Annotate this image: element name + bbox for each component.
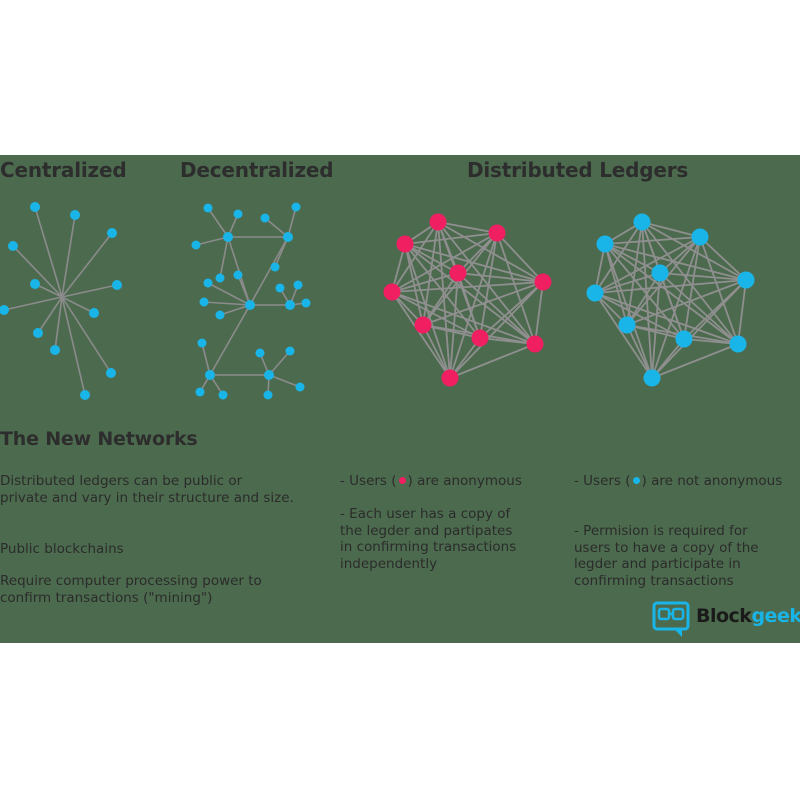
network-node bbox=[441, 369, 459, 387]
network-node bbox=[295, 382, 305, 392]
network-node bbox=[30, 279, 40, 289]
network-node bbox=[534, 273, 552, 291]
network-node bbox=[70, 210, 80, 220]
network-node bbox=[283, 232, 293, 242]
public-users-note: - Users ( ) are anonymous bbox=[340, 473, 522, 490]
network-node bbox=[301, 298, 311, 308]
network-node bbox=[275, 283, 285, 293]
network-node bbox=[291, 202, 301, 212]
decentralized-network bbox=[191, 202, 311, 400]
new-networks-heading: The New Networks bbox=[0, 428, 198, 450]
network-node bbox=[729, 335, 747, 353]
network-node bbox=[203, 278, 213, 288]
network-diagrams bbox=[0, 202, 755, 400]
network-node bbox=[191, 240, 201, 250]
network-node bbox=[8, 241, 18, 251]
blockgeeks-logo[interactable]: Blockgeeks bbox=[652, 599, 800, 639]
private-desc-text: - Permision is required for users to hav… bbox=[574, 523, 759, 589]
distributed-private-network bbox=[586, 213, 755, 387]
network-node bbox=[218, 390, 228, 400]
network-node bbox=[106, 368, 116, 378]
network-node bbox=[80, 390, 90, 400]
public-users-suffix: ) are anonymous bbox=[407, 473, 522, 489]
network-node bbox=[285, 346, 295, 356]
network-node bbox=[691, 228, 709, 246]
network-node bbox=[233, 270, 243, 280]
network-node bbox=[215, 310, 225, 320]
public-users-prefix: - Users ( bbox=[340, 473, 397, 489]
network-node bbox=[260, 213, 270, 223]
network-node bbox=[0, 305, 9, 315]
network-node bbox=[112, 280, 122, 290]
network-node bbox=[89, 308, 99, 318]
network-node bbox=[414, 316, 432, 334]
network-node bbox=[293, 280, 303, 290]
logo-text-geeks: geeks bbox=[751, 605, 800, 627]
network-node bbox=[643, 369, 661, 387]
centralized-network bbox=[0, 202, 122, 400]
network-node bbox=[488, 224, 506, 242]
private-users-note: - Users ( ) are not anonymous bbox=[574, 473, 782, 490]
network-node bbox=[50, 345, 60, 355]
private-users-suffix: ) are not anonymous bbox=[641, 473, 783, 489]
network-node bbox=[383, 283, 401, 301]
network-node bbox=[449, 264, 467, 282]
centralized-heading: Centralized bbox=[0, 158, 127, 182]
network-node bbox=[285, 300, 295, 310]
network-node bbox=[618, 316, 636, 334]
network-node bbox=[30, 202, 40, 212]
network-node bbox=[396, 235, 414, 253]
network-node bbox=[264, 370, 274, 380]
network-node bbox=[255, 348, 265, 358]
pink-dot-icon bbox=[398, 477, 406, 484]
network-node bbox=[263, 390, 273, 400]
network-node bbox=[737, 271, 755, 289]
network-node bbox=[471, 329, 489, 347]
distributed-public-network bbox=[383, 213, 552, 387]
mining-text: Require computer processing power to con… bbox=[0, 573, 262, 606]
network-node bbox=[197, 338, 207, 348]
network-node bbox=[675, 330, 693, 348]
public-desc-text: - Each user has a copy of the legder and… bbox=[340, 506, 517, 572]
intro-text: Distributed ledgers can be public or pri… bbox=[0, 473, 294, 506]
logo-text: Blockgeeks bbox=[696, 605, 800, 627]
network-node bbox=[107, 228, 117, 238]
network-node bbox=[195, 387, 205, 397]
content-panel: Centralized Decentralized Distributed Le… bbox=[0, 155, 800, 643]
private-users-prefix: - Users ( bbox=[574, 473, 631, 489]
logo-text-block: Block bbox=[696, 605, 752, 627]
public-blockchains-label: Public blockchains bbox=[0, 541, 124, 557]
network-node bbox=[633, 213, 651, 231]
blockgeeks-logo-icon bbox=[652, 601, 690, 637]
network-node bbox=[215, 273, 225, 283]
network-node bbox=[586, 284, 604, 302]
network-node bbox=[270, 262, 280, 272]
network-node bbox=[526, 335, 544, 353]
network-node bbox=[245, 300, 255, 310]
network-node bbox=[203, 203, 213, 213]
network-node bbox=[596, 235, 614, 253]
blue-dot-icon bbox=[632, 477, 640, 484]
network-node bbox=[223, 232, 233, 242]
network-node bbox=[233, 209, 243, 219]
network-node bbox=[33, 328, 43, 338]
network-node bbox=[429, 213, 447, 231]
network-node bbox=[205, 370, 215, 380]
network-node bbox=[199, 297, 209, 307]
distributed-ledgers-heading: Distributed Ledgers bbox=[467, 158, 689, 182]
decentralized-heading: Decentralized bbox=[180, 158, 334, 182]
network-node bbox=[651, 264, 669, 282]
